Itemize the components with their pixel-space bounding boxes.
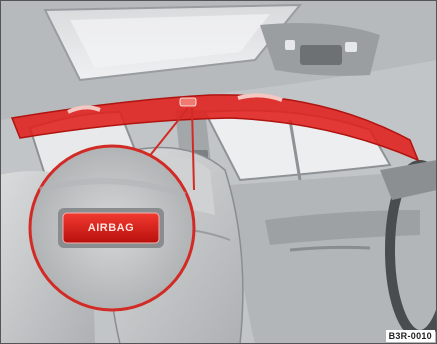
console-button-icon (285, 40, 295, 50)
figure-reference-code: B3R-0010 (386, 330, 435, 342)
console-light-icon (345, 42, 357, 52)
airbag-tag (180, 98, 196, 106)
rearview-mirror (300, 45, 342, 65)
airbag-badge-label: AIRBAG (63, 222, 159, 234)
